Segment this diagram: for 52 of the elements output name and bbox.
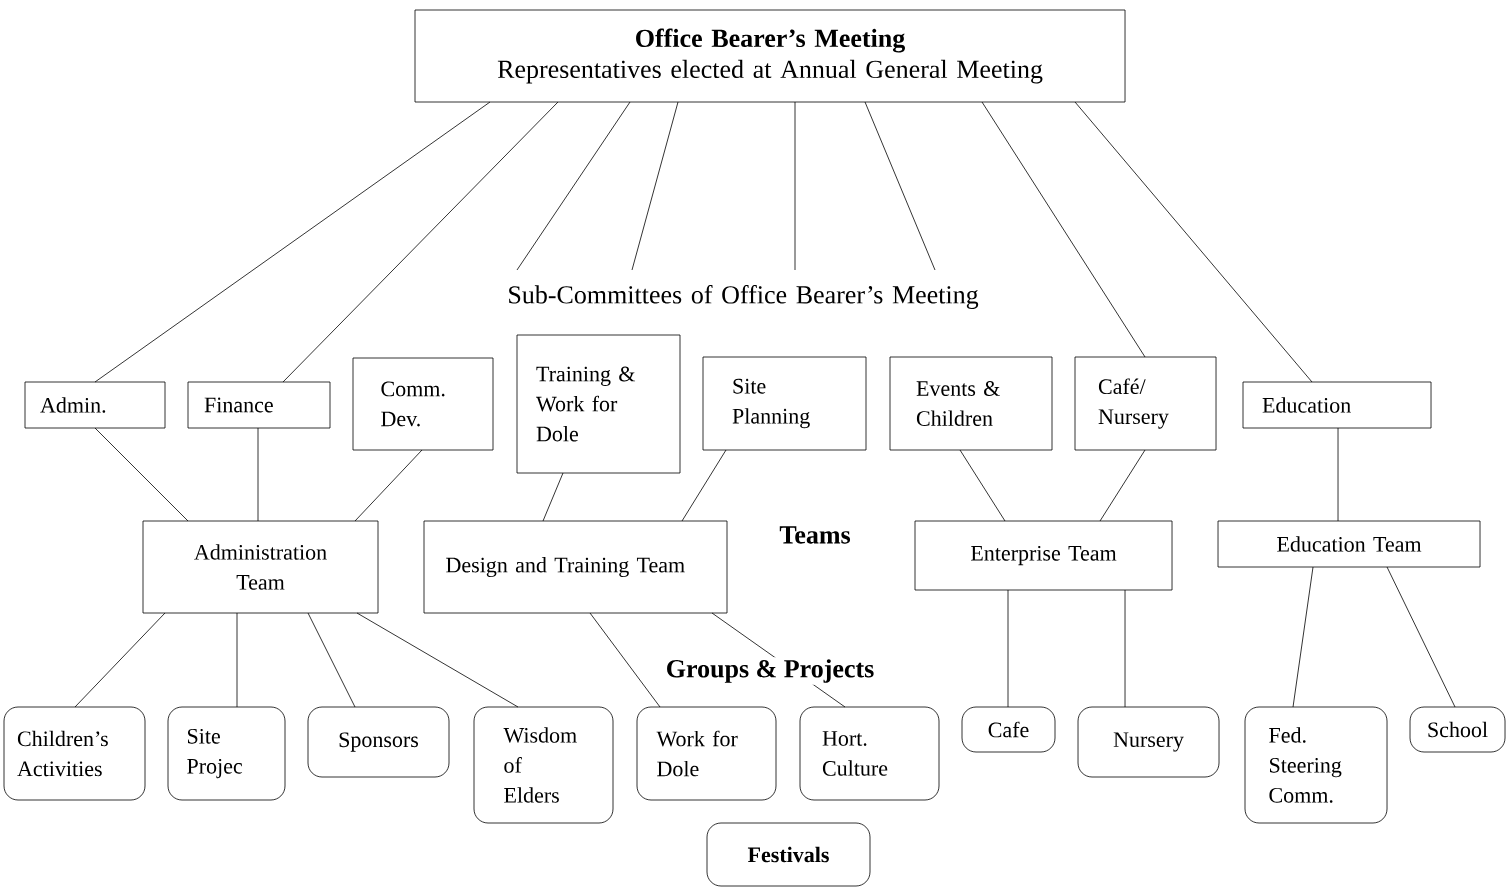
connector-line xyxy=(1099,449,1146,522)
project-box: Cafe xyxy=(961,706,1056,753)
committee-box: Comm. Dev. xyxy=(352,357,494,451)
committee-box: Café/ Nursery xyxy=(1074,356,1217,451)
connector-line xyxy=(631,101,679,271)
project-box: Fed. Steering Comm. xyxy=(1244,706,1388,824)
connector-line xyxy=(981,101,1146,358)
team-box: Design and Training Team xyxy=(423,520,728,614)
connector-line xyxy=(354,449,423,522)
connector-line xyxy=(1386,566,1456,708)
connector-line xyxy=(236,612,238,708)
committee-box: Finance xyxy=(187,381,331,429)
section-heading: Teams xyxy=(779,526,851,544)
project-box: Sponsors xyxy=(307,706,450,778)
project-box: Wisdom of Elders xyxy=(473,706,614,824)
connector-line xyxy=(589,612,661,708)
connector-line xyxy=(516,101,631,271)
connector-line xyxy=(1007,589,1009,708)
committee-box: Events & Children xyxy=(889,356,1053,451)
project-box: Hort. Culture xyxy=(799,706,940,801)
connector-line xyxy=(307,612,356,708)
connector-line xyxy=(356,612,519,708)
connector-line xyxy=(94,427,189,522)
connector-line xyxy=(681,449,727,522)
project-box: School xyxy=(1409,706,1506,753)
team-box: Administration Team xyxy=(142,520,379,614)
project-box: Festivals xyxy=(706,822,871,887)
connector-line xyxy=(542,472,564,522)
committee-box: Training & Work for Dole xyxy=(516,334,681,474)
project-box: Nursery xyxy=(1077,706,1220,778)
connector-line xyxy=(257,427,259,522)
committee-box: Education xyxy=(1242,381,1432,429)
connector-line xyxy=(1337,427,1339,522)
connector-line xyxy=(959,449,1006,522)
connector-line xyxy=(1074,101,1313,383)
project-box: Children’s Activities xyxy=(3,706,146,801)
connector-line xyxy=(1292,566,1314,708)
connector-line xyxy=(74,612,166,708)
connector-line xyxy=(864,101,936,271)
connector-line xyxy=(94,101,491,383)
connector-line xyxy=(282,101,559,383)
team-box: Enterprise Team xyxy=(914,520,1173,591)
team-box: Education Team xyxy=(1217,520,1481,568)
heading-text: Sub-Committees of Office Bearer’s Meeting xyxy=(509,285,979,309)
connector-line xyxy=(1124,589,1126,708)
committee-box: Admin. xyxy=(24,381,166,429)
project-box: Site Projec xyxy=(167,706,286,801)
committee-box: Site Planning xyxy=(702,356,867,451)
section-heading: Groups & Projects xyxy=(663,657,877,685)
project-box: Work for Dole xyxy=(636,706,777,801)
connector-line xyxy=(794,101,796,271)
meeting-box: Office Bearer’s Meeting Representatives elected at Annual General Meeting xyxy=(414,9,1126,103)
